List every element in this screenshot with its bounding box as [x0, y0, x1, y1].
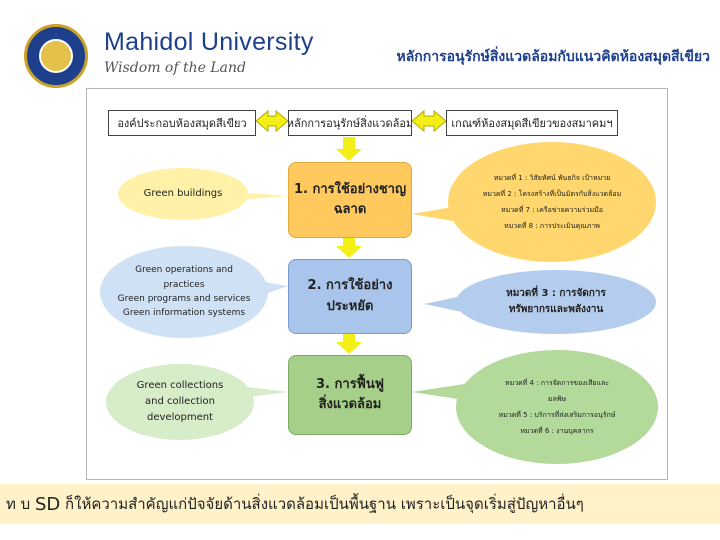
step-label: 2. การใช้อย่าง [307, 278, 393, 294]
step-restoration-box: 3. การฟื้นฟู สิ่งแวดล้อม [288, 355, 412, 435]
double-arrow-icon [255, 109, 289, 133]
step-label: ประหยัด [326, 298, 374, 314]
bubble-text: หมวดที่ 4 : การจัดการของเสียและ [504, 378, 610, 387]
bubble-text: development [147, 412, 213, 423]
right-bubble-criteria-3: หมวดที่ 4 : การจัดการของเสียและ มลพิษ หม… [456, 350, 658, 464]
bubble-tail [236, 192, 288, 200]
bubble-text: หมวดที่ 1 : วิสัยทัศน์ พันธกิจ เป้าหมาย [493, 173, 611, 182]
down-arrow-icon [336, 334, 362, 354]
bubble-text: Green collections [136, 380, 224, 391]
down-arrow-icon [336, 238, 362, 258]
step-wise-use-box: 1. การใช้อย่างชาญ ฉลาด [288, 162, 412, 238]
right-bubble-criteria-2: หมวดที่ 3 : การจัดการ ทรัพยากรและพลังงาน [456, 270, 656, 334]
right-bubble-criteria-1: หมวดที่ 1 : วิสัยทัศน์ พันธกิจ เป้าหมาย … [448, 142, 656, 262]
double-arrow-icon [411, 109, 447, 133]
bubble-text: Green buildings [143, 188, 223, 199]
brand-tagline: Wisdom of the Land [104, 60, 246, 76]
bubble-text: หมวดที่ 2 : โครงสร้างที่เป็นมิตรกับสิ่งแ… [482, 189, 622, 198]
green-library-components-box: องค์ประกอบห้องสมุดสีเขียว [108, 110, 256, 136]
bubble-text: Green programs and services [117, 294, 251, 304]
footer-highlight: SD [34, 493, 61, 515]
bubble-text: Green information systems [122, 308, 246, 319]
bubble-text: หมวดที่ 7 : เครือข่ายความร่วมมือ [501, 206, 603, 214]
bubble-text: มลพิษ [547, 394, 567, 403]
left-bubble-green-operations: Green operations and practices Green pro… [100, 246, 268, 338]
bubble-text: หมวดที่ 5 : บริการที่ส่งเสริมการอนุรักษ์ [498, 411, 616, 419]
bubble-tail [412, 384, 464, 400]
university-seal-icon [24, 24, 88, 88]
brand-name: Mahidol University [104, 28, 314, 56]
step-label: สิ่งแวดล้อม [318, 397, 382, 412]
step-economical-use-box: 2. การใช้อย่าง ประหยัด [288, 259, 412, 334]
left-bubble-green-buildings: Green buildings [118, 168, 248, 220]
slide-title: หลักการอนุรักษ์สิ่งแวดล้อมกับแนวคิดห้องส… [396, 49, 711, 65]
step-label: 3. การฟื้นฟู [316, 376, 384, 392]
bubble-text: หมวดที่ 3 : การจัดการ [506, 288, 606, 299]
bubble-text: ทรัพยากรและพลังงาน [508, 304, 604, 315]
footer-text: ก็ให้ความสำคัญแก่ปัจจัยด้านสิ่งแวดล้อมเป… [65, 495, 584, 513]
left-bubble-green-collections: Green collections and collection develop… [106, 364, 254, 440]
bubble-tail [412, 206, 458, 222]
association-criteria-box: เกณฑ์ห้องสมุดสีเขียวของสมาคมฯ [446, 110, 618, 136]
down-arrow-icon [336, 137, 362, 161]
step-label: ฉลาด [333, 202, 367, 217]
bubble-text: Green operations and [135, 265, 233, 276]
bubble-text: หมวดที่ 8 : การประเมินคุณภาพ [504, 222, 600, 231]
bubble-text: practices [163, 279, 205, 290]
step-label: 1. การใช้อย่างชาญ [293, 181, 407, 197]
bubble-tail [424, 296, 462, 312]
bubble-text: and collection [145, 396, 215, 407]
footer-caption: ท บ SD ก็ให้ความสำคัญแก่ปัจจัยด้านสิ่งแว… [0, 484, 720, 524]
footer-prefix: ท บ [6, 495, 31, 513]
conservation-principles-box: หลักการอนุรักษ์สิ่งแวดล้อม [288, 110, 412, 136]
bubble-text: หมวดที่ 6 : งานบุคลากร [520, 427, 594, 436]
